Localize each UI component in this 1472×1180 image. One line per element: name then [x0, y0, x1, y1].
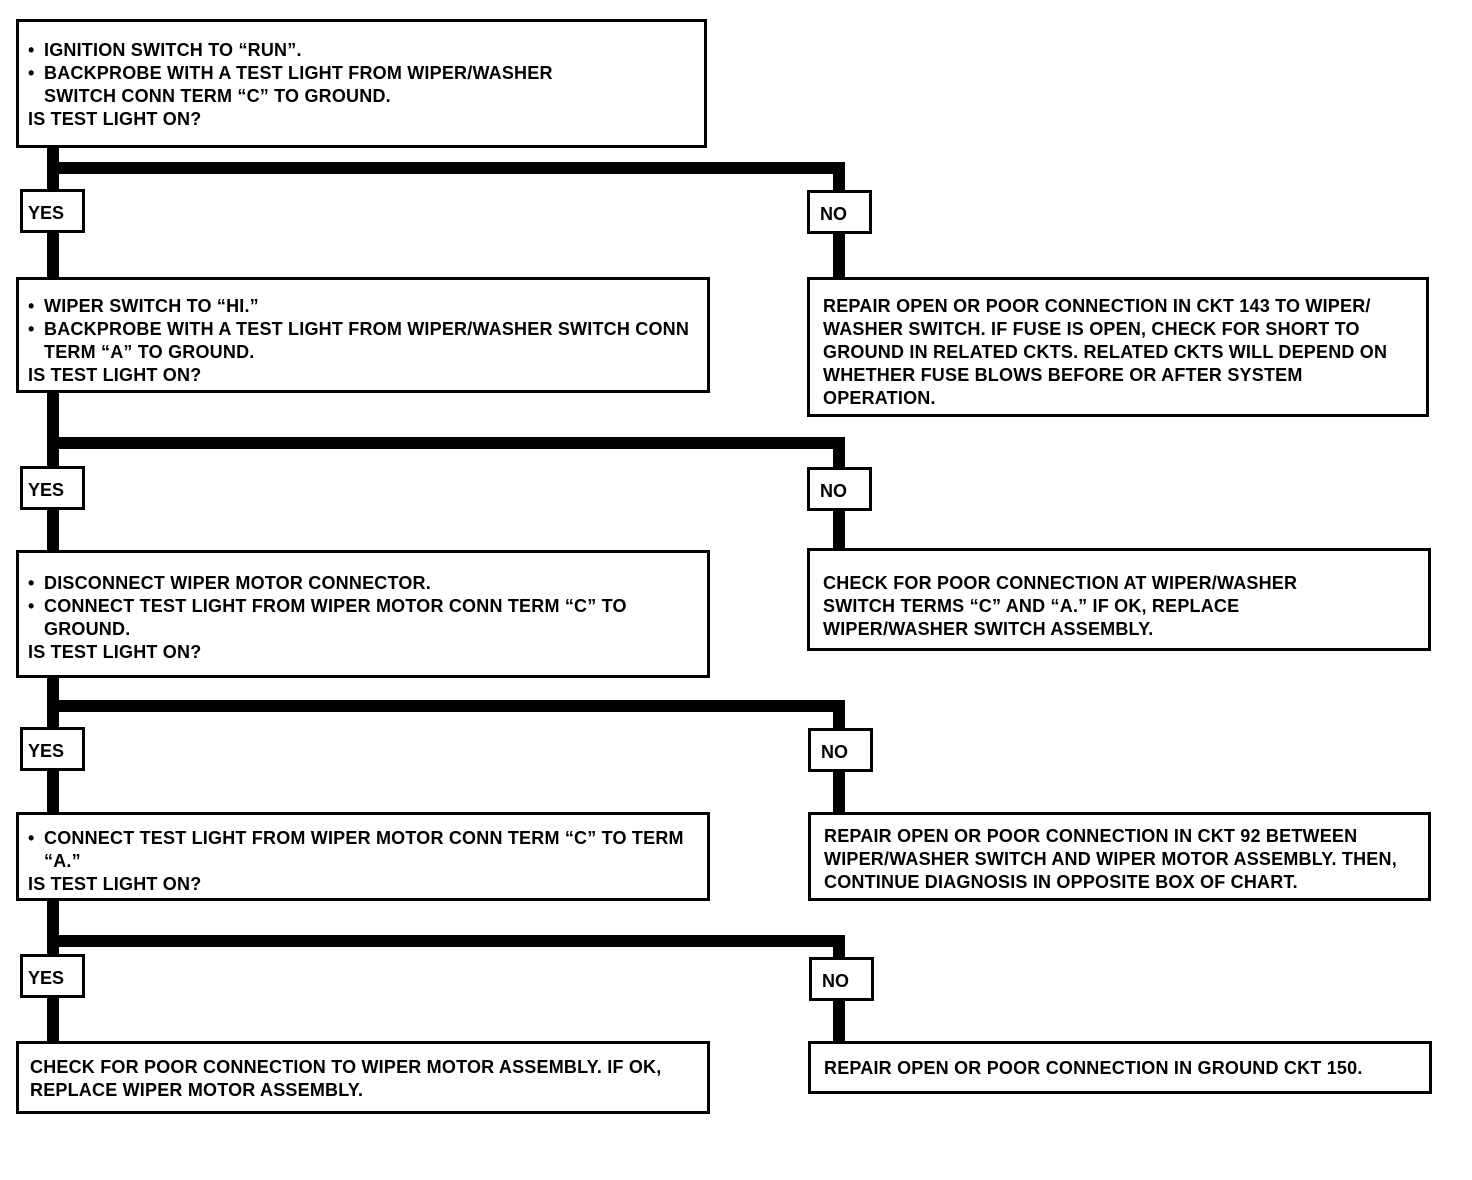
step-4-bullet-1: •CONNECT TEST LIGHT FROM WIPER MOTOR CON…: [28, 828, 684, 871]
result-box-5: REPAIR OPEN OR POOR CONNECTION IN GROUND…: [808, 1041, 1432, 1094]
step-box-1: •IGNITION SWITCH TO “RUN”. •BACKPROBE WI…: [16, 19, 707, 148]
step-box-2: •WIPER SWITCH TO “HI.” •BACKPROBE WITH A…: [16, 277, 710, 393]
step-3-question: IS TEST LIGHT ON?: [28, 642, 202, 662]
step-box-3: •DISCONNECT WIPER MOTOR CONNECTOR. •CONN…: [16, 550, 710, 678]
result-box-4: CHECK FOR POOR CONNECTION TO WIPER MOTOR…: [16, 1041, 710, 1114]
step-2-question: IS TEST LIGHT ON?: [28, 365, 202, 385]
step-3-bullet-1: •DISCONNECT WIPER MOTOR CONNECTOR.: [28, 573, 431, 593]
no-label-2: NO: [807, 467, 872, 511]
result-box-3: REPAIR OPEN OR POOR CONNECTION IN CKT 92…: [808, 812, 1431, 901]
result-box-1: REPAIR OPEN OR POOR CONNECTION IN CKT 14…: [807, 277, 1429, 417]
step-box-4: •CONNECT TEST LIGHT FROM WIPER MOTOR CON…: [16, 812, 710, 901]
result-2-text: CHECK FOR POOR CONNECTION AT WIPER/WASHE…: [823, 573, 1298, 639]
yes-label-1: YES: [20, 189, 85, 233]
no-label-4: NO: [809, 957, 874, 1001]
yes-label-3: YES: [20, 727, 85, 771]
step-2-bullet-1: •WIPER SWITCH TO “HI.”: [28, 296, 259, 316]
step-1-bullet-2: •BACKPROBE WITH A TEST LIGHT FROM WIPER/…: [28, 63, 553, 106]
yes-label-4: YES: [20, 954, 85, 998]
result-box-2: CHECK FOR POOR CONNECTION AT WIPER/WASHE…: [807, 548, 1431, 651]
yes-label-2: YES: [20, 466, 85, 510]
no-label-3: NO: [808, 728, 873, 772]
step-1-bullet-1: •IGNITION SWITCH TO “RUN”.: [28, 40, 302, 60]
result-3-text: REPAIR OPEN OR POOR CONNECTION IN CKT 92…: [824, 826, 1397, 892]
step-2-bullet-2: •BACKPROBE WITH A TEST LIGHT FROM WIPER/…: [28, 319, 690, 362]
result-5-text: REPAIR OPEN OR POOR CONNECTION IN GROUND…: [824, 1058, 1363, 1078]
step-1-question: IS TEST LIGHT ON?: [28, 109, 202, 129]
result-1-text: REPAIR OPEN OR POOR CONNECTION IN CKT 14…: [823, 296, 1388, 408]
step-4-question: IS TEST LIGHT ON?: [28, 874, 202, 894]
step-3-bullet-2: •CONNECT TEST LIGHT FROM WIPER MOTOR CON…: [28, 596, 627, 639]
no-label-1: NO: [807, 190, 872, 234]
result-4-text: CHECK FOR POOR CONNECTION TO WIPER MOTOR…: [30, 1057, 662, 1100]
